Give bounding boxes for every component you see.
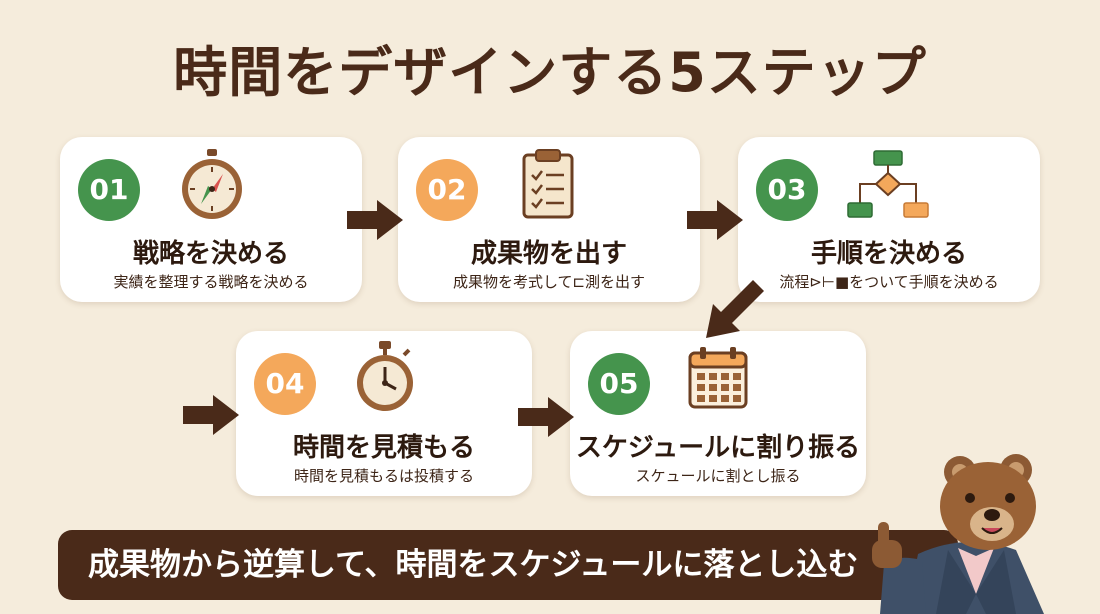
step-subtitle: 流程⊳⊢■をついて手順を決める [779,273,999,291]
arrow-right-icon [347,200,403,240]
step-number-badge: 01 [78,159,140,221]
arrow-right-icon [687,200,743,240]
step-card-05: 05 スケジュールに割り振る スケュールに割とし振る [570,331,866,496]
step-number-badge: 02 [416,159,478,221]
step-card-01: 01 戦略を決める 実績を整理する戦略を決める [60,137,362,302]
bear-mascot-icon [872,454,1044,614]
step-title: 手順を決める [810,239,967,269]
summary-banner: 成果物から逆算して、時間をスケジュールに落とし込む [58,530,958,600]
step-title: スケジュールに割り振る [575,433,861,463]
step-card-04: 04 時間を見積もる 時間を見積もるは投積する [236,331,532,496]
step-title: 成果物を出す [470,239,627,269]
clipboard-checklist-icon [522,149,574,219]
step-title: 時間を見積もる [292,433,475,463]
step-number-badge: 03 [756,159,818,221]
calendar-icon [688,347,748,409]
page-title: 時間をデザインする5ステップ [173,41,927,104]
step-card-02: 02 成果物を出す 成果物を考式して⊏測を出す [398,137,700,302]
compass-icon [182,149,242,219]
arrow-right-icon [183,395,239,435]
step-subtitle: 実績を整理する戦略を決める [113,273,309,291]
step-title: 戦略を決める [132,239,289,269]
arrow-down-left-icon [706,280,764,338]
step-card-03: 03 手順を決める 流程⊳⊢■をついて手順を決める [738,137,1040,302]
step-subtitle: 成果物を考式して⊏測を出す [452,273,646,291]
banner-text: 成果物から逆算して、時間をスケジュールに落とし込む [88,547,859,583]
step-number-badge: 05 [588,353,650,415]
stopwatch-icon [357,341,413,411]
step-subtitle: スケュールに割とし振る [635,467,801,485]
step-subtitle: 時間を見積もるは投積する [293,467,474,485]
arrow-right-icon [518,397,574,437]
step-number-badge: 04 [254,353,316,415]
flowchart-icon [847,150,929,218]
